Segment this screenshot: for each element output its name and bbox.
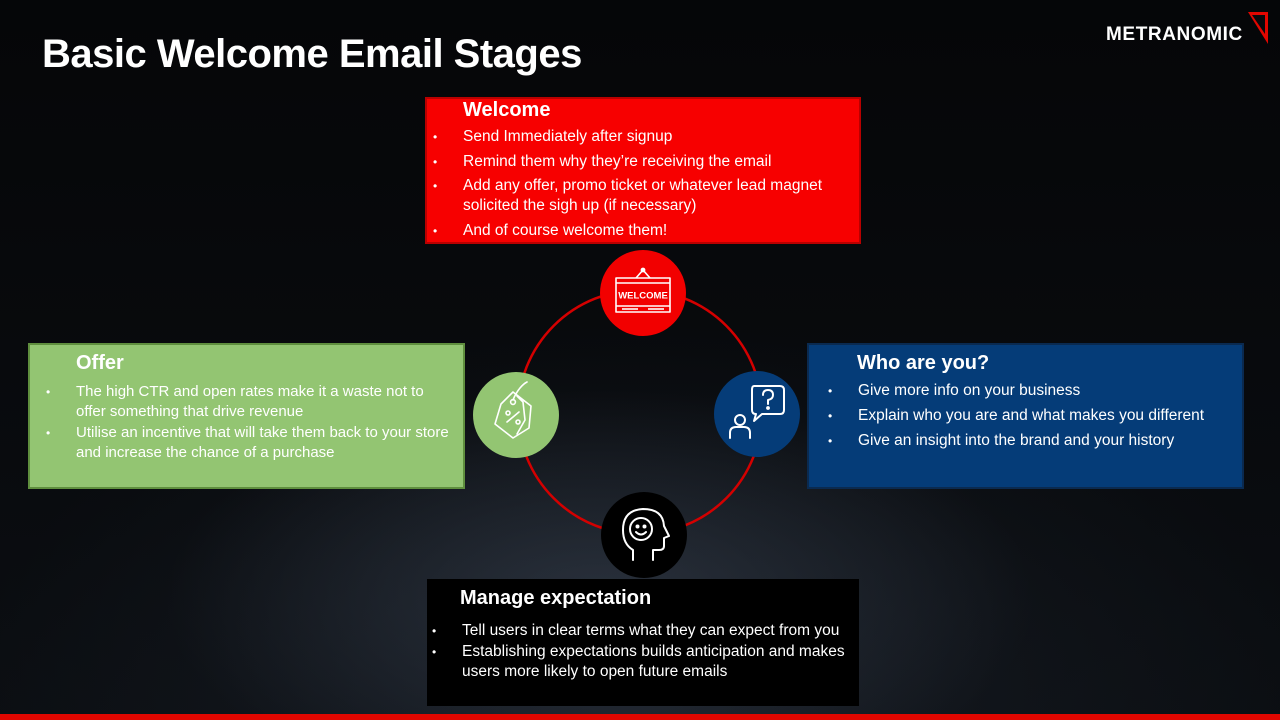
offer-bullet-list: The high CTR and open rates make it a wa…: [46, 382, 455, 464]
offer-stage-title: Offer: [76, 352, 124, 374]
offer-node: [473, 372, 559, 458]
who-are-you-stage-box: Who are you? Give more info on your busi…: [807, 343, 1244, 489]
discount-tag-icon: [494, 381, 532, 439]
list-item: Establishing expectations builds anticip…: [432, 642, 857, 682]
welcome-stage-title: Welcome: [463, 99, 551, 121]
slide-title: Basic Welcome Email Stages: [42, 32, 582, 76]
head-smile-icon: [622, 508, 670, 561]
list-item: Give more info on your business: [828, 381, 1234, 401]
manage-expectation-bullet-list: Tell users in clear terms what they can …: [432, 621, 857, 683]
user-question-icon: [729, 385, 785, 439]
list-item: And of course welcome them!: [433, 221, 851, 241]
list-item: Add any offer, promo ticket or whatever …: [433, 176, 851, 216]
list-item: Remind them why they’re receiving the em…: [433, 152, 851, 172]
list-item: Explain who you are and what makes you d…: [828, 406, 1234, 426]
manage-expectation-node: [601, 492, 687, 578]
list-item: Give an insight into the brand and your …: [828, 431, 1234, 451]
welcome-sign-icon: WELCOME: [615, 267, 671, 313]
list-item: The high CTR and open rates make it a wa…: [46, 382, 455, 422]
brand-logo-text: METRANOMIC: [1106, 24, 1243, 45]
who-are-you-node: [714, 371, 800, 457]
brand-logo-mark-icon: [1248, 12, 1268, 44]
manage-expectation-stage-box: Manage expectation Tell users in clear t…: [427, 579, 859, 706]
welcome-sign-text: WELCOME: [618, 291, 668, 302]
welcome-node: WELCOME: [600, 250, 686, 336]
list-item: Tell users in clear terms what they can …: [432, 621, 857, 641]
who-are-you-bullet-list: Give more info on your business Explain …: [828, 381, 1234, 456]
list-item: Utilise an incentive that will take them…: [46, 423, 455, 463]
offer-stage-box: Offer The high CTR and open rates make i…: [28, 343, 465, 489]
accent-bar: [0, 714, 1280, 720]
manage-expectation-stage-title: Manage expectation: [460, 587, 652, 609]
welcome-bullet-list: Send Immediately after signup Remind the…: [433, 127, 851, 245]
who-are-you-stage-title: Who are you?: [857, 352, 990, 374]
welcome-stage-box: Welcome Send Immediately after signup Re…: [425, 97, 861, 244]
list-item: Send Immediately after signup: [433, 127, 851, 147]
